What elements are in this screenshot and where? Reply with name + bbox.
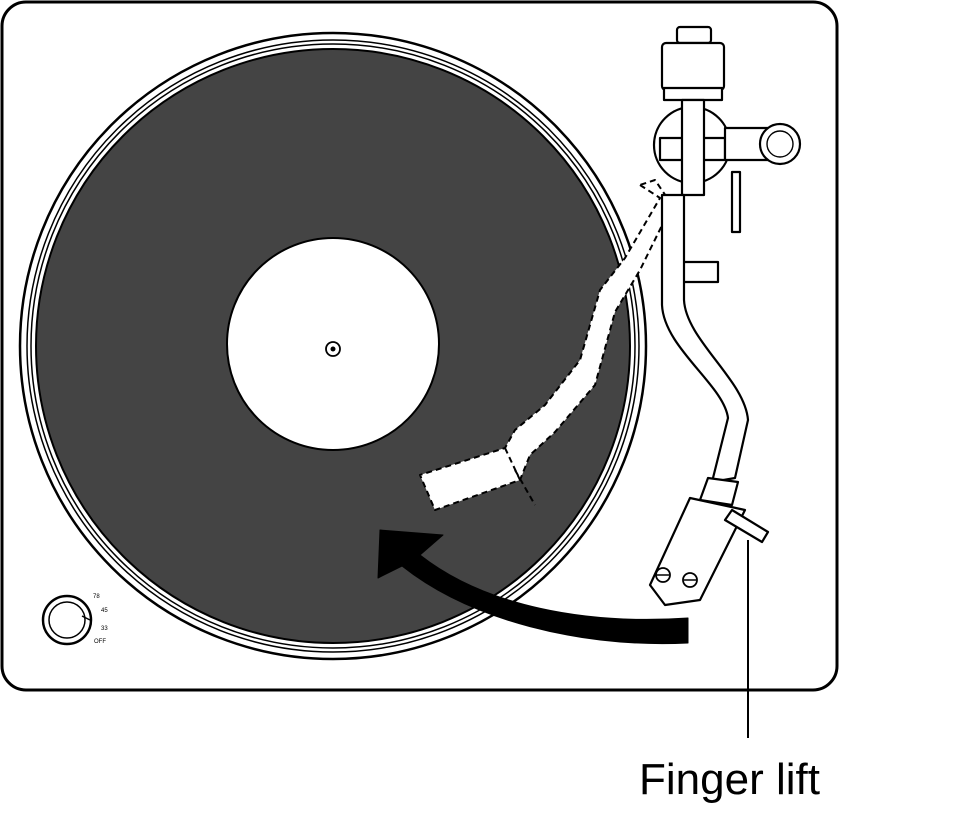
counterweight-cap bbox=[675, 25, 713, 45]
counterweight-dial bbox=[662, 86, 724, 102]
antiskate-pin bbox=[730, 170, 742, 234]
finger-lift bbox=[723, 508, 770, 544]
rotation-arrow bbox=[377, 529, 689, 645]
spindle-inner bbox=[330, 346, 336, 352]
tonearm-post bbox=[680, 98, 706, 197]
speed-label-78: 78 bbox=[93, 594, 100, 600]
speed-selector: 78 45 33 OFF bbox=[41, 594, 108, 646]
speed-label-off: OFF bbox=[94, 639, 106, 645]
speed-knob-pointer bbox=[81, 615, 91, 621]
tonearm-dashed-position bbox=[419, 179, 673, 511]
speed-label-33: 33 bbox=[101, 626, 108, 632]
speed-knob-inner bbox=[48, 601, 86, 639]
headshell-collar bbox=[698, 476, 740, 507]
tonearm bbox=[648, 25, 802, 607]
speed-label-45: 45 bbox=[101, 608, 108, 614]
finger-lift-label: Finger lift bbox=[639, 755, 820, 804]
vinyl-record bbox=[35, 48, 631, 644]
counterweight bbox=[660, 41, 726, 92]
antiskate-knob-center bbox=[766, 130, 794, 158]
